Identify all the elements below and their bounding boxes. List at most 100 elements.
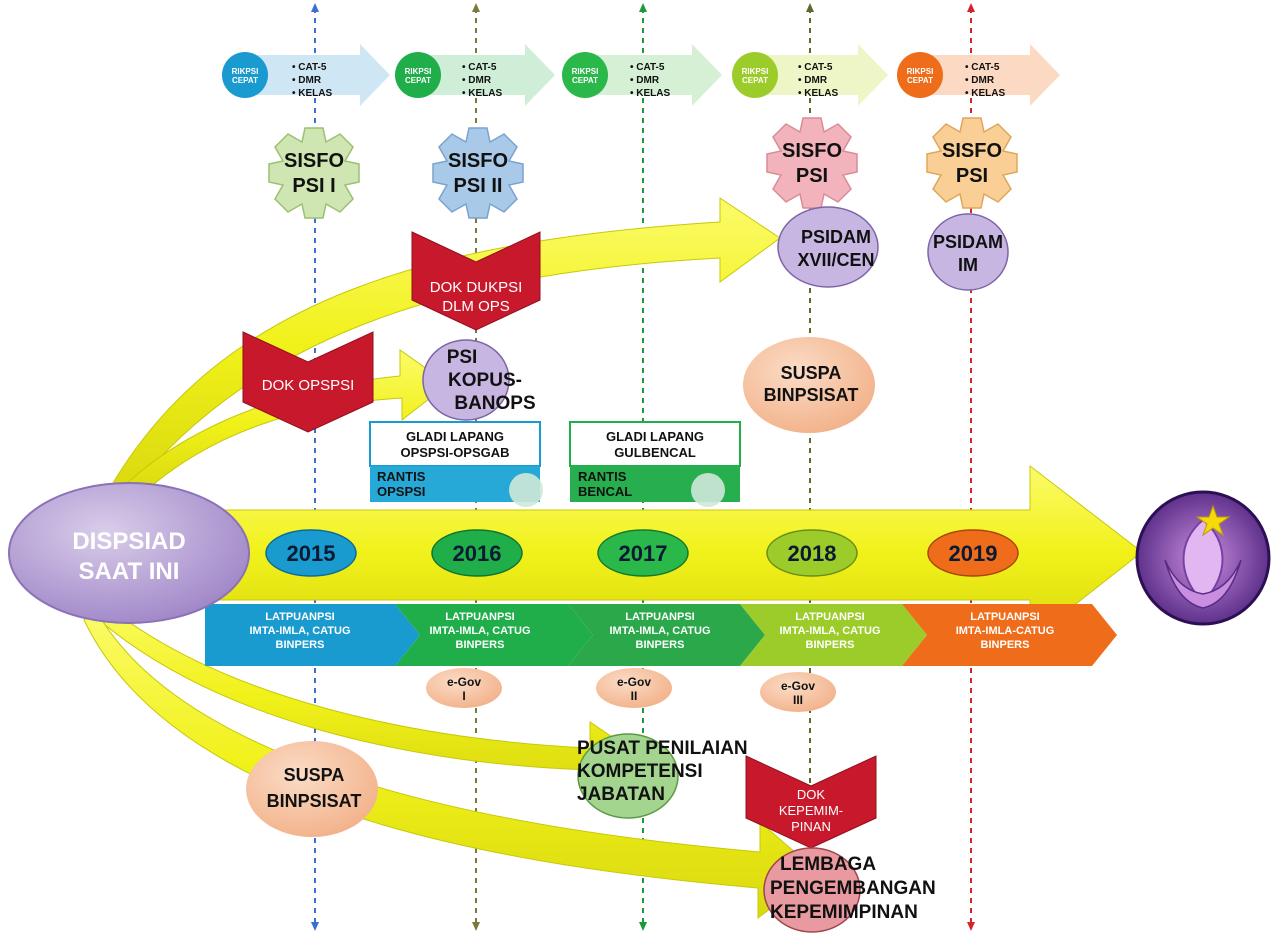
sisfo-2015-l2: PSI I	[292, 175, 335, 197]
egov-3-l2: III	[793, 693, 803, 707]
dok-kep-l3: PINAN	[791, 819, 831, 834]
lembaga-l2: PENGEMBANGAN	[770, 878, 936, 899]
psi-kopus-circle	[422, 339, 510, 421]
psidam-circles: PSIDAM XVII/CEN PSIDAM IM	[777, 206, 1009, 291]
year-label-2016: 2016	[453, 541, 502, 566]
latpuan-2018-l1: LATPUANPSI	[795, 611, 864, 623]
latpuan-2017-l3: BINPERS	[636, 639, 685, 651]
egov-1-l1: e-Gov	[447, 675, 481, 689]
rikpsi-2016-item3: • KELAS	[462, 88, 503, 99]
dok-kep-l1: DOK	[797, 787, 826, 802]
dispsiad-line2: SAAT INI	[79, 558, 180, 585]
dok-opspsi-chevron	[242, 331, 374, 433]
pusat-circle	[577, 733, 679, 819]
logo-wings-icon	[1164, 559, 1242, 609]
rikpsi-labels: RIKPSI CEPAT RIKPSI CEPAT RIKPSI CEPAT R…	[232, 62, 1006, 99]
rantis-knob-2017	[691, 473, 725, 507]
gladi-boxes: GLADI LAPANG OPSPSI-OPSGAB RANTIS OPSPSI…	[369, 421, 741, 507]
year-label-2017: 2017	[619, 541, 668, 566]
rikpsi-arrow-2015	[240, 44, 390, 106]
lembaga-circle	[763, 847, 861, 933]
rikpsi-2017-item2: • DMR	[630, 75, 660, 86]
psidam-2019-l2: IM	[958, 255, 978, 275]
gladi-box-2017	[569, 421, 741, 467]
dok-dukpsi-l2: DLM OPS	[442, 298, 510, 315]
rikpsi-2018-label2: CEPAT	[742, 76, 768, 85]
year-label-2015: 2015	[287, 541, 336, 566]
egov-oval-3	[760, 672, 836, 712]
rikpsi-2019-item1: • CAT-5	[965, 62, 1000, 73]
psi-kopus-l1: PSI	[447, 347, 478, 368]
sisfo-2018-l2: PSI	[796, 165, 828, 187]
psidam-2019-l1: PSIDAM	[933, 232, 1003, 252]
gladi-2017-l2: GULBENCAL	[614, 445, 696, 460]
pusat-penilaian: PUSAT PENILAIAN KOMPETENSI JABATAN	[577, 733, 748, 819]
rikpsi-2017	[562, 44, 722, 106]
sisfo-2015-l1: SISFO	[284, 150, 344, 172]
rikpsi-2019-item2: • DMR	[965, 75, 995, 86]
logo-star-icon	[1195, 504, 1231, 537]
psidam-2018-l1: PSIDAM	[801, 227, 871, 247]
gladi-2016-l1: GLADI LAPANG	[406, 429, 504, 444]
rikpsi-arrow-2016	[410, 44, 555, 106]
suspa-top-l2: BINPSISAT	[764, 385, 859, 405]
rikpsi-2016	[395, 44, 555, 106]
rikpsi-2018-item1: • CAT-5	[798, 62, 833, 73]
rantis-knob-2016	[509, 473, 543, 507]
rikpsi-2017-label1: RIKPSI	[572, 67, 599, 76]
suspa-bottom-ellipse	[246, 741, 378, 837]
rikpsi-2018-item2: • DMR	[798, 75, 828, 86]
lembaga-l3: KEPEMIMPINAN	[770, 902, 918, 923]
rikpsi-circle-2016	[395, 52, 441, 98]
latpuan-2018-l2: IMTA-IMLA, CATUG	[779, 625, 880, 637]
suspa-top-ellipse	[743, 337, 875, 433]
rikpsi-2019	[897, 44, 1060, 106]
dok-opspsi: DOK OPSPSI	[242, 331, 374, 433]
year-ovals: 2015 2016 2017 2018 2019	[265, 529, 1019, 577]
rikpsi-2016-label1: RIKPSI	[405, 67, 432, 76]
rikpsi-2016-item1: • CAT-5	[462, 62, 497, 73]
rikpsi-2017-item3: • KELAS	[630, 88, 671, 99]
arrowhead-down-2019	[967, 922, 975, 931]
pusat-l3: JABATAN	[577, 784, 665, 805]
psidam-circle-2019	[927, 213, 1009, 291]
year-label-2019: 2019	[949, 541, 998, 566]
rikpsi-circle-2018	[732, 52, 778, 98]
rikpsi-circle-2019	[897, 52, 943, 98]
sisfo-2018-l1: SISFO	[782, 140, 842, 162]
latpuan-seg-2016	[395, 604, 593, 666]
sisfo-2016-l2: PSI II	[454, 175, 503, 197]
lembaga-l1: LEMBAGA	[780, 854, 876, 875]
latpuan-2019-l1: LATPUANPSI	[970, 611, 1039, 623]
pusat-l2: KOMPETENSI	[577, 761, 703, 782]
sisfo-2019-l2: PSI	[956, 165, 988, 187]
rantis-2016-r1: RANTIS	[377, 469, 426, 484]
suspa-bottom-l2: BINPSISAT	[267, 791, 362, 811]
year-oval-2015	[265, 529, 357, 577]
curve-arrow-to-lembaga	[83, 609, 819, 920]
arrowhead-up-2018	[806, 3, 814, 12]
psi-kopus: PSI KOPUS- BANOPS	[422, 339, 536, 421]
egov-oval-1	[426, 668, 502, 708]
latpuan-2017-l1: LATPUANPSI	[625, 611, 694, 623]
rikpsi-2018-label1: RIKPSI	[742, 67, 769, 76]
sisfo-2019-l1: SISFO	[942, 140, 1002, 162]
latpuan-2015-l1: LATPUANPSI	[265, 611, 334, 623]
rantis-2017-r2: BENCAL	[578, 484, 632, 499]
psidam-2018-l2: XVII/CEN	[797, 250, 874, 270]
rikpsi-2019-label1: RIKPSI	[907, 67, 934, 76]
latpuan-seg-2018	[740, 604, 927, 666]
dok-dukpsi-l1: DOK DUKPSI	[430, 279, 523, 296]
latpuan-2015-l3: BINPERS	[276, 639, 325, 651]
rikpsi-arrow-2019	[912, 44, 1060, 106]
rikpsi-2015-label1: RIKPSI	[232, 67, 259, 76]
rikpsi-2015-item2: • DMR	[292, 75, 322, 86]
latpuan-2015-l2: IMTA-IMLA, CATUG	[249, 625, 350, 637]
arrowhead-down-2015	[311, 922, 319, 931]
egov-2-l2: II	[631, 689, 638, 703]
sisfo-gears: SISFO PSI I SISFO PSI II SISFO PSI SISFO…	[268, 117, 1018, 219]
rikpsi-arrow-2018	[748, 44, 888, 106]
lembaga: LEMBAGA PENGEMBANGAN KEPEMIMPINAN	[763, 847, 936, 933]
pusat-l1: PUSAT PENILAIAN	[577, 738, 748, 759]
